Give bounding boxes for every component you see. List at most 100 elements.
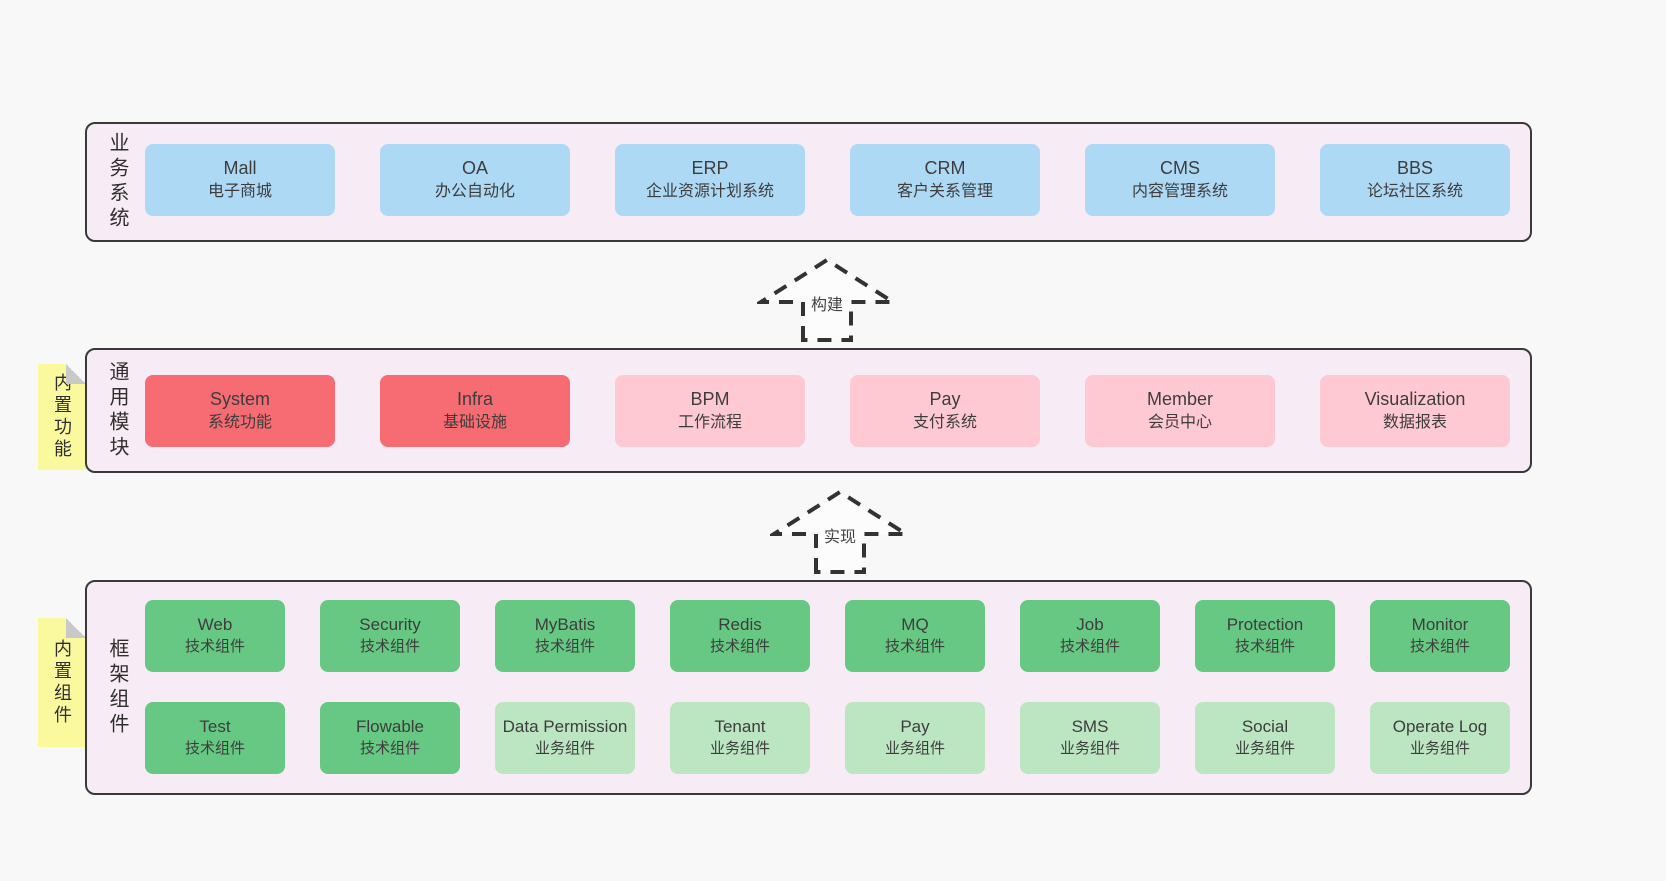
box-title: OA bbox=[461, 158, 488, 178]
implement-arrow: 实现 bbox=[770, 488, 910, 574]
framework-components-row-2: Test 技术组件 Flowable 技术组件 Data Permission … bbox=[145, 702, 1510, 774]
box-title: CRM bbox=[924, 158, 966, 178]
box-subtitle: 业务组件 bbox=[709, 740, 770, 757]
box-title: ERP bbox=[691, 158, 729, 178]
sticky-note-built-in-components: 内置组件 bbox=[38, 618, 86, 747]
box-title: Web bbox=[197, 615, 233, 634]
box-system: System 系统功能 bbox=[145, 375, 335, 447]
box-title: Job bbox=[1076, 615, 1104, 634]
box-oa: OA 办公自动化 bbox=[380, 144, 570, 216]
sticky-note-built-in-features: 内置功能 bbox=[38, 364, 86, 470]
box-title: Social bbox=[1241, 717, 1289, 736]
box-subtitle: 业务组件 bbox=[1234, 740, 1295, 757]
framework-components-row-1: Web 技术组件 Security 技术组件 MyBatis 技术组件 Redi… bbox=[145, 600, 1510, 672]
box-title: CMS bbox=[1160, 158, 1200, 178]
box-title: Test bbox=[199, 717, 231, 736]
box-sms: SMS 业务组件 bbox=[1020, 702, 1160, 774]
box-title: Operate Log bbox=[1392, 717, 1488, 736]
box-title: Mall bbox=[223, 158, 257, 178]
box-subtitle: 系统功能 bbox=[207, 414, 272, 431]
box-subtitle: 电子商城 bbox=[207, 183, 272, 200]
box-title: System bbox=[209, 389, 270, 409]
business-systems-row: Mall 电子商城 OA 办公自动化 ERP 企业资源计划系统 CRM 客户关系… bbox=[145, 144, 1510, 216]
box-title: Tenant bbox=[714, 717, 766, 736]
box-subtitle: 技术组件 bbox=[1234, 638, 1295, 655]
box-bpm: BPM 工作流程 bbox=[615, 375, 805, 447]
folded-corner-icon bbox=[66, 364, 86, 384]
box-protection: Protection 技术组件 bbox=[1195, 600, 1335, 672]
box-subtitle: 业务组件 bbox=[884, 740, 945, 757]
box-flowable: Flowable 技术组件 bbox=[320, 702, 460, 774]
implement-arrow-label: 实现 bbox=[820, 523, 860, 547]
common-modules-panel: 通用模块 System 系统功能 Infra 基础设施 BPM 工作流程 Pay… bbox=[85, 348, 1532, 473]
box-erp: ERP 企业资源计划系统 bbox=[615, 144, 805, 216]
box-mall: Mall 电子商城 bbox=[145, 144, 335, 216]
box-pay-biz: Pay 业务组件 bbox=[845, 702, 985, 774]
box-title: Flowable bbox=[355, 717, 425, 736]
common-modules-side-label: 通用模块 bbox=[106, 360, 128, 461]
box-subtitle: 技术组件 bbox=[359, 638, 420, 655]
box-title: Pay bbox=[900, 717, 930, 736]
box-subtitle: 业务组件 bbox=[1409, 740, 1470, 757]
box-subtitle: 业务组件 bbox=[534, 740, 595, 757]
sticky-note-label: 内置组件 bbox=[52, 638, 72, 727]
box-title: Monitor bbox=[1411, 615, 1469, 634]
box-title: SMS bbox=[1071, 717, 1109, 736]
box-subtitle: 技术组件 bbox=[184, 740, 245, 757]
box-title: BPM bbox=[690, 389, 730, 409]
box-redis: Redis 技术组件 bbox=[670, 600, 810, 672]
box-subtitle: 客户关系管理 bbox=[896, 183, 993, 200]
box-data-permission: Data Permission 业务组件 bbox=[495, 702, 635, 774]
box-subtitle: 技术组件 bbox=[1409, 638, 1470, 655]
box-subtitle: 技术组件 bbox=[884, 638, 945, 655]
box-title: MyBatis bbox=[534, 615, 596, 634]
box-title: Member bbox=[1146, 389, 1213, 409]
framework-components-side-label: 框架组件 bbox=[106, 637, 128, 738]
framework-components-panel: 框架组件 Web 技术组件 Security 技术组件 MyBatis 技术组件… bbox=[85, 580, 1532, 795]
box-subtitle: 技术组件 bbox=[709, 638, 770, 655]
box-subtitle: 技术组件 bbox=[184, 638, 245, 655]
box-subtitle: 支付系统 bbox=[912, 414, 977, 431]
box-subtitle: 内容管理系统 bbox=[1131, 183, 1228, 200]
box-title: Pay bbox=[929, 389, 961, 409]
box-subtitle: 技术组件 bbox=[1059, 638, 1120, 655]
box-subtitle: 技术组件 bbox=[359, 740, 420, 757]
box-social: Social 业务组件 bbox=[1195, 702, 1335, 774]
build-arrow-label: 构建 bbox=[807, 291, 847, 315]
build-arrow: 构建 bbox=[757, 256, 897, 342]
common-modules-row: System 系统功能 Infra 基础设施 BPM 工作流程 Pay 支付系统… bbox=[145, 375, 1510, 447]
box-operate-log: Operate Log 业务组件 bbox=[1370, 702, 1510, 774]
box-subtitle: 技术组件 bbox=[534, 638, 595, 655]
box-subtitle: 会员中心 bbox=[1147, 414, 1212, 431]
box-subtitle: 工作流程 bbox=[677, 414, 742, 431]
box-mq: MQ 技术组件 bbox=[845, 600, 985, 672]
box-infra: Infra 基础设施 bbox=[380, 375, 570, 447]
box-title: Infra bbox=[456, 389, 494, 409]
box-title: Data Permission bbox=[502, 717, 628, 736]
box-member: Member 会员中心 bbox=[1085, 375, 1275, 447]
box-subtitle: 办公自动化 bbox=[434, 183, 515, 200]
business-systems-side-label: 业务系统 bbox=[106, 132, 128, 232]
box-bbs: BBS 论坛社区系统 bbox=[1320, 144, 1510, 216]
box-web: Web 技术组件 bbox=[145, 600, 285, 672]
box-job: Job 技术组件 bbox=[1020, 600, 1160, 672]
box-title: Redis bbox=[718, 615, 762, 634]
box-test: Test 技术组件 bbox=[145, 702, 285, 774]
business-systems-panel: 业务系统 Mall 电子商城 OA 办公自动化 ERP 企业资源计划系统 CRM… bbox=[85, 122, 1532, 242]
box-security: Security 技术组件 bbox=[320, 600, 460, 672]
box-subtitle: 企业资源计划系统 bbox=[645, 183, 774, 200]
box-title: MQ bbox=[901, 615, 929, 634]
box-visualization: Visualization 数据报表 bbox=[1320, 375, 1510, 447]
box-title: Security bbox=[359, 615, 421, 634]
box-mybatis: MyBatis 技术组件 bbox=[495, 600, 635, 672]
box-subtitle: 业务组件 bbox=[1059, 740, 1120, 757]
box-subtitle: 基础设施 bbox=[442, 414, 507, 431]
box-subtitle: 数据报表 bbox=[1382, 414, 1447, 431]
box-pay: Pay 支付系统 bbox=[850, 375, 1040, 447]
sticky-note-label: 内置功能 bbox=[52, 373, 72, 461]
box-tenant: Tenant 业务组件 bbox=[670, 702, 810, 774]
box-crm: CRM 客户关系管理 bbox=[850, 144, 1040, 216]
box-cms: CMS 内容管理系统 bbox=[1085, 144, 1275, 216]
box-monitor: Monitor 技术组件 bbox=[1370, 600, 1510, 672]
box-title: Visualization bbox=[1364, 389, 1466, 409]
